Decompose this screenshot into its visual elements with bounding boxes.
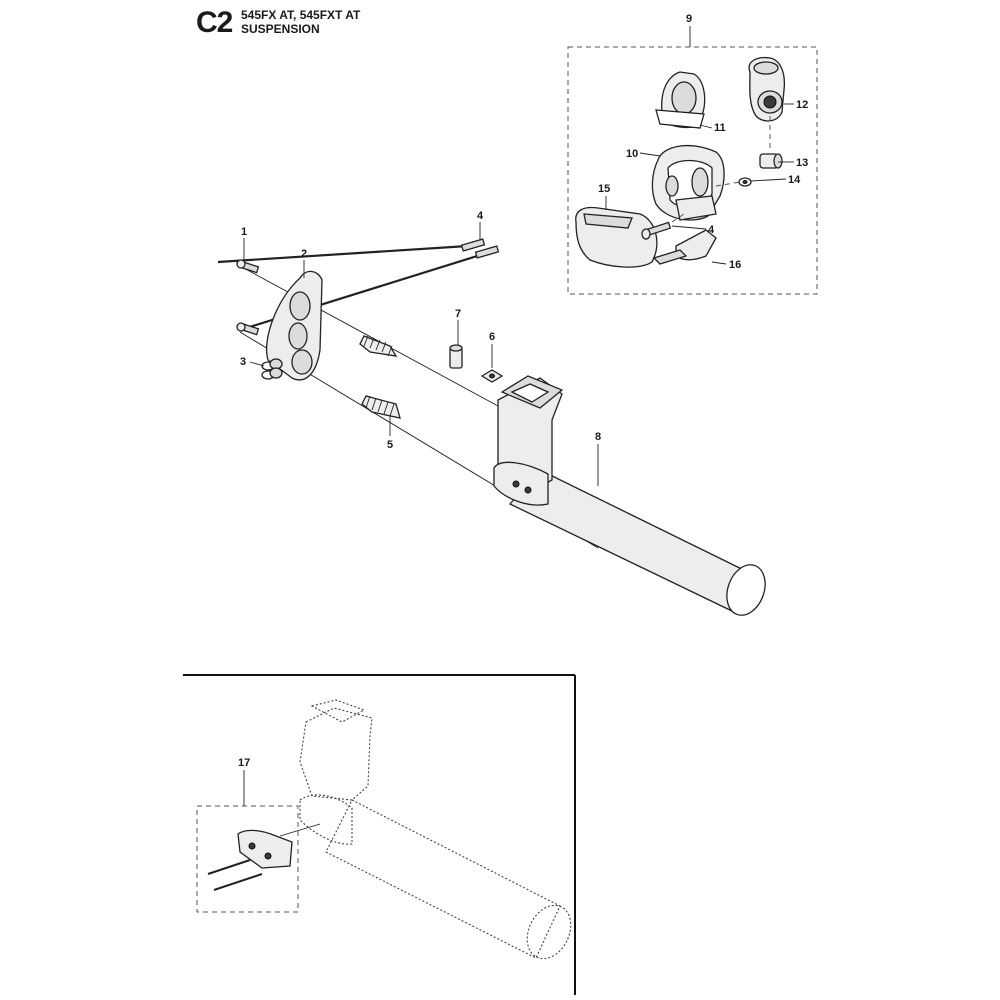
part-15-grip-pad [575,196,658,268]
header-title: SUSPENSION [241,22,320,36]
part-17-plate [207,823,321,891]
inset-frame [183,674,576,995]
callout-labels: 9 11 12 10 13 14 15 4 16 4 1 2 7 6 3 8 5… [238,13,808,769]
callout-10: 10 [626,148,638,160]
callout-1: 1 [241,226,247,238]
callout-8: 8 [595,431,601,443]
part-10-handle-clamp [639,144,725,221]
callout-9: 9 [686,13,692,25]
callout-2: 2 [301,248,307,260]
callout-17: 17 [238,757,250,769]
part-8-tube-assembly [493,375,766,616]
inset-tube-phantom [299,699,572,960]
callout-13: 13 [796,157,808,169]
callout-14: 14 [788,174,801,186]
callout-5: 5 [387,439,393,451]
callout-4-rods: 4 [477,210,484,222]
callout-3: 3 [240,356,246,368]
part-6-square-nut [480,344,504,383]
callout-11: 11 [714,122,726,134]
header-code: C2 [196,6,233,39]
header-models: 545FX AT, 545FXT AT [241,8,361,22]
kit-box-9 [567,46,818,295]
part-2-bracket-plate [266,260,323,381]
part-1-screws [236,238,260,336]
part-12-knob [748,56,794,152]
part-14-washer [715,177,787,187]
part-3-nuts [249,358,283,380]
callout-12: 12 [796,99,808,111]
part-11-handle-bracket [655,71,713,129]
callout-4-kit: 4 [708,224,715,236]
part-5-springs [359,335,401,436]
part-4-screw-kit [641,213,707,240]
callout-6: 6 [489,331,495,343]
callout-7: 7 [455,308,461,320]
kit-box-17 [196,805,299,913]
part-13-sleeve [759,153,794,169]
callout-15: 15 [598,183,610,195]
part-7-sleeve [449,320,463,369]
part-16-clip [652,229,727,265]
callout-16: 16 [729,259,741,271]
